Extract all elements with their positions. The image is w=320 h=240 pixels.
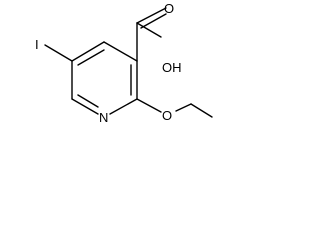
double-bond-c5-c4-inner	[77, 49, 105, 66]
atom-label-nitrogen: N	[99, 110, 108, 125]
bond-n1-c6	[71, 98, 99, 115]
bond-c5-iodine	[44, 44, 73, 62]
bond-carbonyl-inner	[140, 13, 167, 29]
double-bond-n1-c6-inner	[77, 94, 99, 108]
bond-c2-n1	[109, 98, 138, 115]
bond-ether-oxygen-ch2	[175, 103, 192, 112]
atom-label-iodine: I	[35, 37, 39, 52]
atom-label-carbonyl-oxygen: O	[164, 1, 174, 16]
structure-canvas: I N O OH O	[0, 0, 216, 138]
bond-carbonyl-outer	[136, 7, 167, 24]
atom-label-hydroxyl: OH	[162, 60, 182, 75]
molecule-drawing: I N O OH O	[35, 1, 213, 125]
bond-c5-c4	[71, 41, 105, 62]
bond-c4-c3	[103, 41, 138, 62]
bond-ch2-ch3	[190, 103, 213, 118]
bond-c2-ether-oxygen	[136, 98, 162, 113]
atom-label-ether-oxygen: O	[162, 108, 172, 123]
bond-carboxyl-hydroxyl	[136, 22, 162, 38]
